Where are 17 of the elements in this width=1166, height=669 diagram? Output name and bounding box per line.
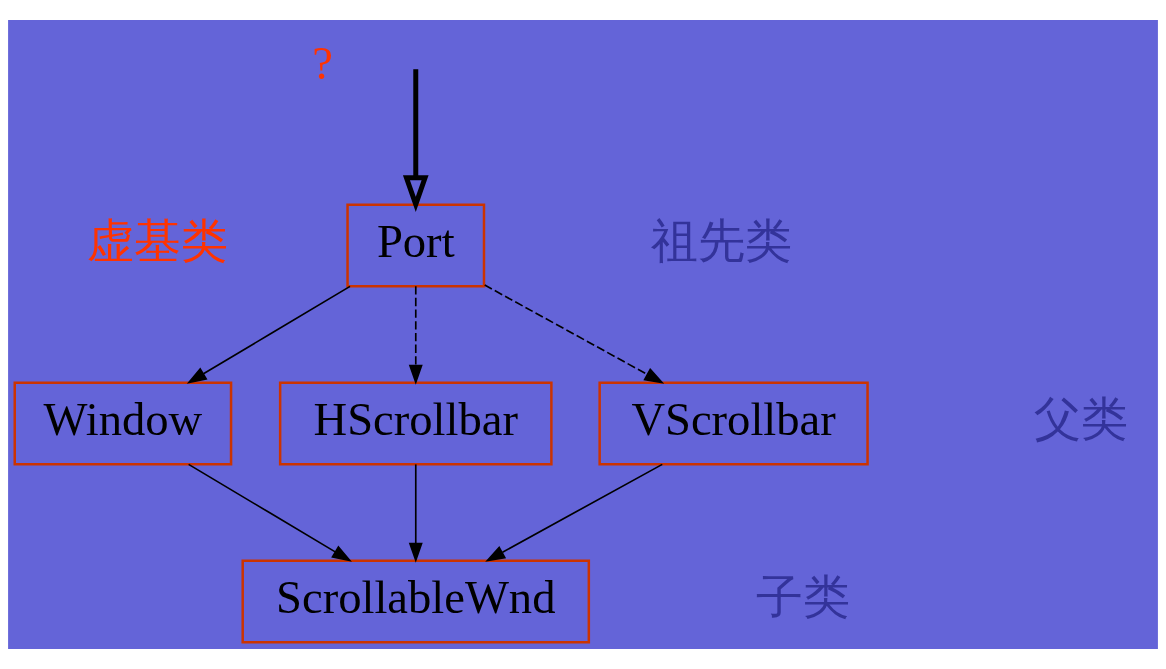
arrow [187, 463, 352, 562]
arrow [402, 69, 429, 212]
arrow [485, 463, 664, 562]
arrow [408, 285, 423, 385]
arrow [408, 463, 423, 563]
arrow [483, 284, 665, 384]
node-box: Port [346, 203, 486, 288]
label: 子类 [756, 571, 851, 624]
node-box: Window [13, 381, 233, 466]
arrow [186, 285, 351, 384]
node-box: HScrollbar [278, 381, 553, 466]
label: 父类 [1034, 393, 1129, 446]
label: ? [312, 36, 333, 89]
label: 虚基类 [87, 214, 229, 267]
label: 祖先类 [651, 214, 793, 267]
node-box: VScrollbar [598, 381, 869, 466]
node-box: ScrollableWnd [241, 559, 591, 644]
